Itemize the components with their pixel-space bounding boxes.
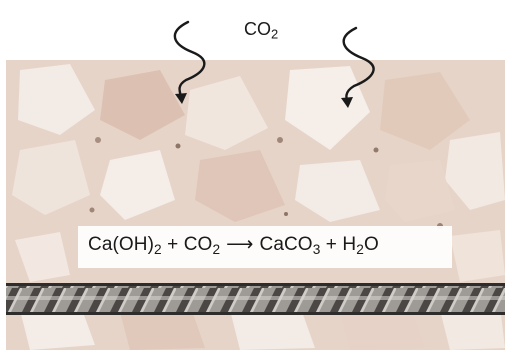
carbonation-equation: Ca(OH)2 + CO2⟶CaCO3 + H2O (88, 234, 379, 257)
air-region (0, 0, 511, 60)
co2-label-subscript: 2 (271, 26, 279, 42)
arrowhead-left-icon (175, 93, 187, 104)
squiggle-arrow-right (342, 26, 375, 106)
co2-diffusion-arrows (173, 20, 375, 108)
plus-sign: + (320, 234, 343, 255)
co2-label-main: CO (244, 19, 271, 39)
aggregate-stones (12, 64, 505, 350)
equation-background (78, 226, 452, 268)
product-water: H2O (342, 234, 379, 257)
rebar-steel (6, 283, 505, 315)
arrowhead-right-icon (341, 97, 353, 108)
reaction-arrow-icon: ⟶ (226, 234, 254, 255)
reactant-carbon-dioxide: CO2 (183, 234, 221, 257)
co2-label: CO2 (244, 19, 278, 41)
squiggle-arrow-left (173, 20, 206, 102)
product-calcium-carbonate: CaCO3 (259, 234, 321, 257)
plus-sign: + (161, 234, 184, 255)
reactant-calcium-hydroxide: Ca(OH)2 (88, 234, 162, 257)
